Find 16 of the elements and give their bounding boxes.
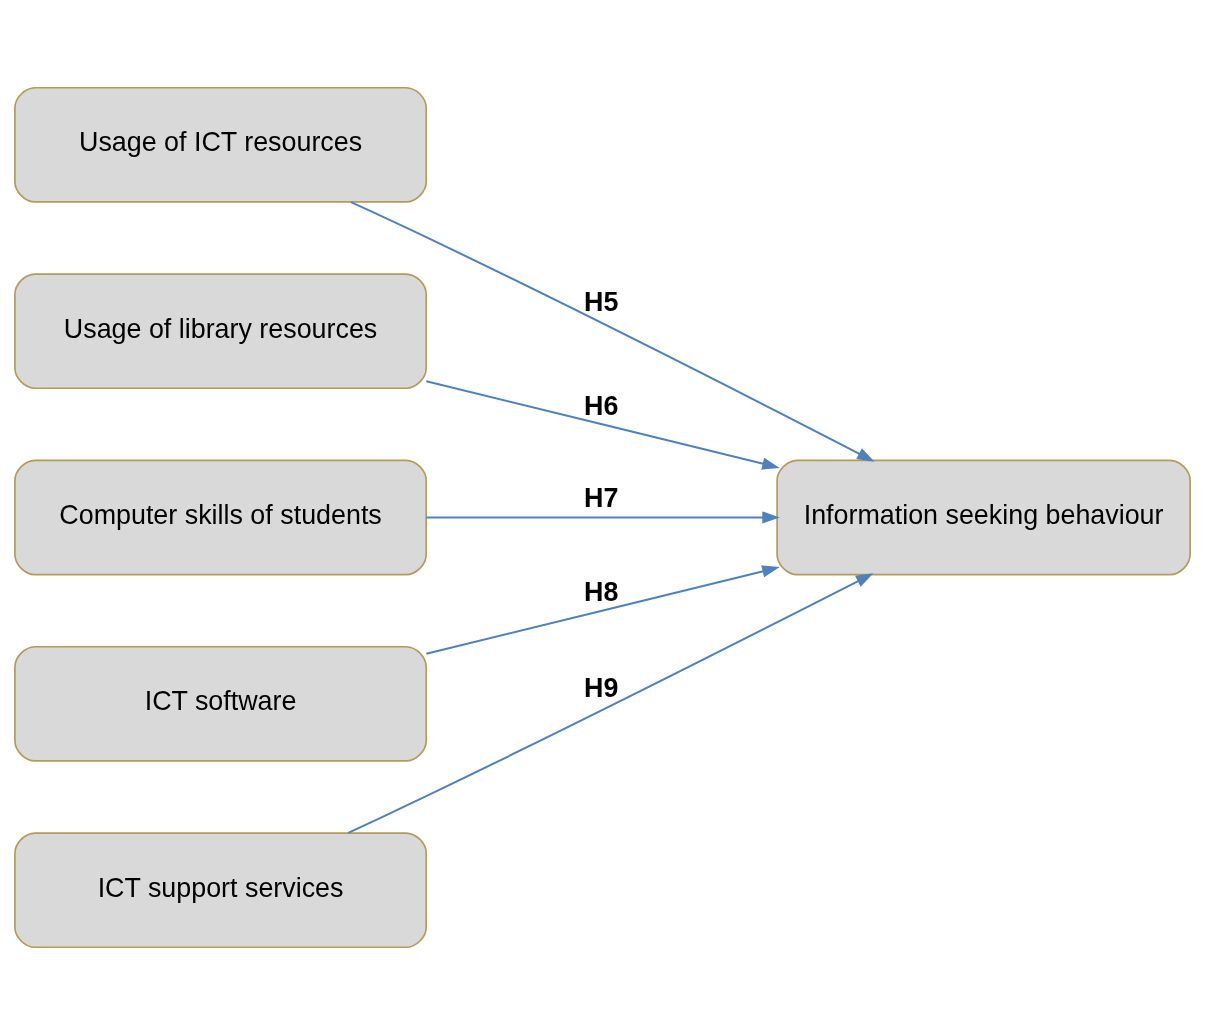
edge-label: H7 — [584, 482, 619, 513]
node-box: ICT support services — [14, 831, 428, 948]
edge-label: H9 — [584, 672, 619, 703]
edge-label: H5 — [584, 286, 619, 317]
node-box: Information seeking behaviour — [776, 459, 1191, 575]
node-box: Usage of library resources — [14, 272, 428, 389]
arrow — [426, 510, 780, 524]
node-box: Usage of ICT resources — [14, 86, 428, 203]
node-box: Computer skills of students — [14, 459, 428, 575]
arrow — [426, 379, 780, 470]
arrow — [426, 564, 780, 655]
node-box: ICT software — [14, 645, 428, 762]
arrow — [350, 200, 875, 462]
edge-label: H6 — [584, 390, 619, 421]
arrow — [347, 572, 874, 834]
edge-label: H8 — [584, 576, 619, 607]
